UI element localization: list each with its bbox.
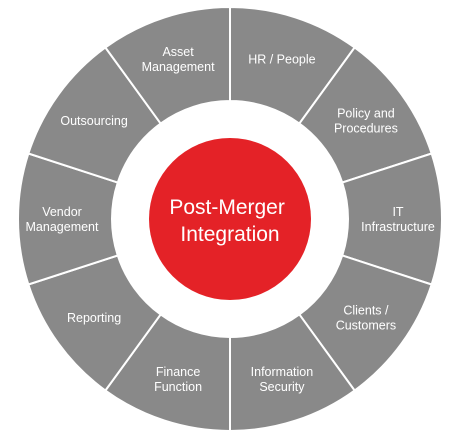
- segment-label: Reporting: [67, 311, 121, 325]
- wheel-segments: [17, 5, 443, 433]
- segment-label-line: Clients /: [343, 304, 389, 318]
- segment-label-line: Asset: [162, 45, 194, 59]
- segment-label-line: Reporting: [67, 311, 121, 325]
- segment-label-line: Management: [142, 60, 215, 74]
- segment-label-line: Customers: [336, 319, 396, 333]
- segment-label: HR / People: [248, 53, 315, 67]
- center-label: Post-Merger Integration: [169, 196, 290, 246]
- segment-label-line: IT: [392, 205, 403, 219]
- segment-label-line: Information: [251, 365, 314, 379]
- segment-label: Outsourcing: [60, 114, 127, 128]
- segment-label-line: Security: [259, 380, 305, 394]
- segment-label-line: Management: [26, 220, 99, 234]
- segment-label-line: Outsourcing: [60, 114, 127, 128]
- center-hub: [149, 138, 311, 300]
- center-label-line: Post-Merger: [169, 196, 285, 219]
- center-label-line: Integration: [180, 223, 279, 246]
- segment-label-line: Infrastructure: [361, 220, 435, 234]
- segment-label-line: Policy and: [337, 106, 395, 120]
- segment-label-line: Procedures: [334, 121, 398, 135]
- segment-label-line: Finance: [156, 365, 201, 379]
- segment-label-line: Function: [154, 380, 202, 394]
- segment-label-line: HR / People: [248, 53, 315, 67]
- segment-label-line: Vendor: [42, 205, 82, 219]
- segment-label: Clients /Customers: [336, 304, 396, 333]
- wheel-segment: [103, 5, 231, 125]
